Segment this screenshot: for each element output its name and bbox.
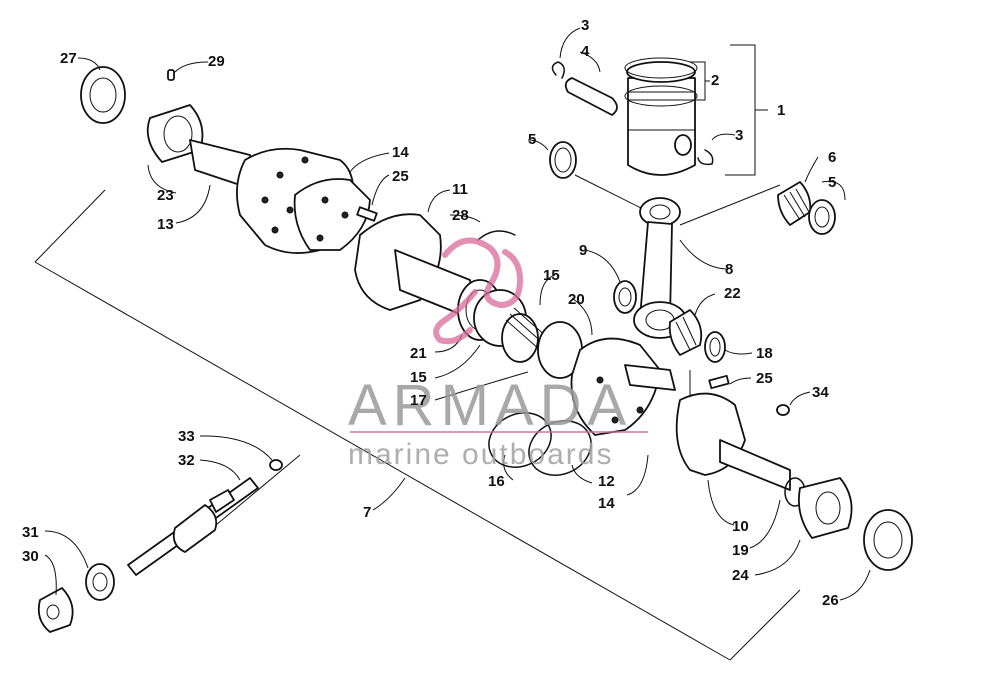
- needle-bearing-big-end: [668, 309, 703, 356]
- callout-7: 7: [363, 504, 371, 521]
- callout-11: 11: [452, 181, 468, 198]
- crankshaft-assembly-bracket: [34, 189, 801, 661]
- screw-25-top: [356, 206, 378, 222]
- callout-31: 31: [22, 524, 39, 541]
- callout-30: 30: [22, 548, 39, 565]
- callout-5-right: 5: [828, 174, 836, 191]
- callout-10: 10: [732, 518, 749, 535]
- key-29: [167, 69, 175, 81]
- callout-18: 18: [756, 345, 773, 362]
- bushing-30: [37, 587, 74, 633]
- callout-14-top: 14: [392, 144, 409, 161]
- callout-8: 8: [725, 261, 733, 278]
- callout-33: 33: [178, 428, 195, 445]
- callout-13: 13: [157, 216, 174, 233]
- crank-web-lower: [570, 337, 676, 436]
- callout-17: 17: [410, 392, 427, 409]
- connecting-rod-axis-lines: [209, 174, 781, 531]
- callout-29: 29: [208, 53, 225, 70]
- watermark-brand: ARMADA: [348, 373, 632, 438]
- thrust-washer-big-end: [704, 331, 726, 363]
- bearing-31: [85, 563, 115, 601]
- callout-labels: 27 29 23 13 14 25 11 28 3 4 2 1 3 5 6 5 …: [22, 17, 839, 609]
- callout-15-top: 15: [543, 267, 560, 284]
- callout-32: 32: [178, 452, 195, 469]
- watermark-tagline: marine outboards: [348, 438, 613, 471]
- piston-assembly-bracket: [690, 44, 768, 176]
- pump-drive-shaft: [127, 477, 259, 576]
- callout-1: 1: [777, 102, 785, 119]
- washer-33: [269, 459, 283, 471]
- callout-25-lower: 25: [756, 370, 773, 387]
- piston-rings: [624, 57, 698, 107]
- callout-5-left: 5: [528, 131, 536, 148]
- thrust-washer-top: [549, 141, 577, 179]
- main-bearing-top: [146, 104, 204, 163]
- callout-25-top: 25: [392, 168, 409, 185]
- callout-34: 34: [812, 384, 829, 401]
- callout-23: 23: [157, 187, 174, 204]
- main-bearing-lower: [797, 477, 853, 539]
- piston-pin: [564, 77, 618, 116]
- circlip-right: [697, 149, 714, 166]
- callout-16: 16: [488, 473, 505, 490]
- snap-ring-28: [477, 230, 516, 241]
- callout-22: 22: [724, 285, 741, 302]
- callout-12: 12: [598, 473, 615, 490]
- callout-4: 4: [581, 43, 590, 60]
- callout-15-lower: 15: [410, 369, 427, 386]
- callout-6: 6: [828, 149, 836, 166]
- callout-27: 27: [60, 50, 77, 67]
- leader-lines: [44, 27, 871, 601]
- callout-2: 2: [711, 72, 719, 89]
- callout-9: 9: [579, 242, 587, 259]
- key-34: [776, 404, 790, 416]
- callout-26: 26: [822, 592, 839, 609]
- callout-24: 24: [732, 567, 749, 584]
- screw-25-lower: [708, 374, 730, 390]
- o-rings: [488, 412, 592, 476]
- callout-19: 19: [732, 542, 749, 559]
- thrust-washer-9: [613, 280, 637, 314]
- piston: [626, 61, 696, 176]
- circlip-left: [551, 61, 565, 79]
- callout-3-right: 3: [735, 127, 743, 144]
- callout-28: 28: [452, 207, 469, 224]
- oil-seal-top: [80, 66, 126, 124]
- armada-watermark: ARMADA marine outboards: [348, 373, 648, 471]
- thrust-washer-right: [808, 199, 836, 235]
- needle-bearing-small-end: [777, 181, 812, 226]
- oil-seal-lower: [863, 509, 913, 571]
- crank-web-14-top: [293, 178, 371, 251]
- callout-20: 20: [568, 291, 585, 308]
- armada-logo-mark: [433, 237, 524, 345]
- callout-21: 21: [410, 345, 427, 362]
- crank-web-lower-2: [675, 392, 791, 491]
- callout-14-lower: 14: [598, 495, 615, 512]
- callout-3-top: 3: [581, 17, 589, 34]
